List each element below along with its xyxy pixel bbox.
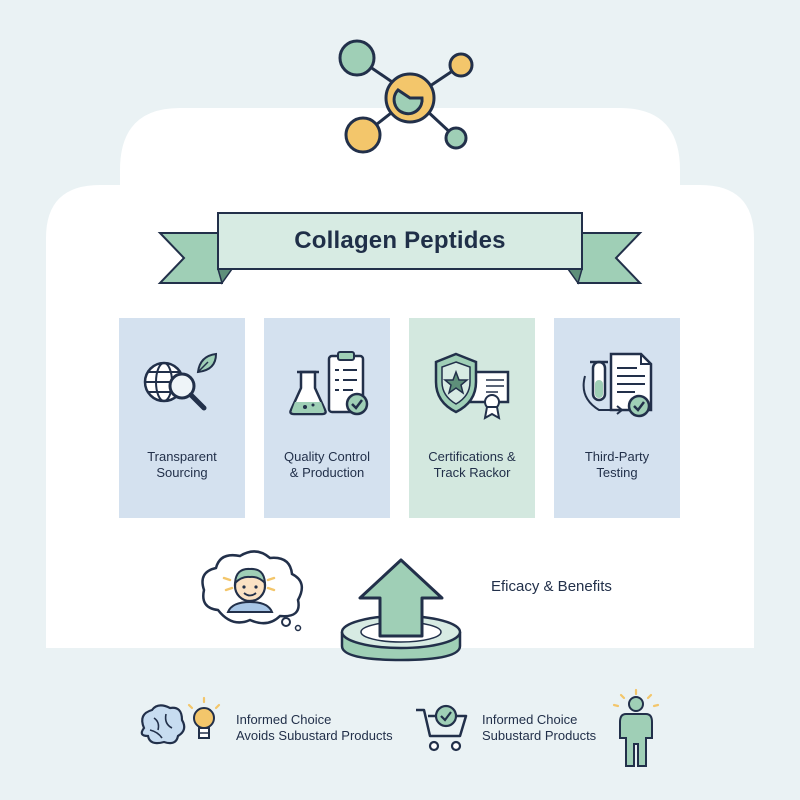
- cart-check-icon: [416, 704, 468, 752]
- bottom-label-right: Informed Choice Subustard Products: [482, 712, 597, 743]
- card-label: Quality Control & Production: [284, 449, 370, 480]
- card-certifications: Certifications & Track Rackor: [409, 318, 535, 518]
- card-quality-control: Quality Control & Production: [264, 318, 390, 518]
- benefit-label: Eficacy & Benefits: [491, 578, 612, 595]
- bottom-label-left: Informed Choice Avoids Subustard Product…: [236, 712, 393, 743]
- card-transparent-sourcing: Transparent Sourcing: [119, 318, 245, 518]
- ribbon-banner: [157, 212, 643, 285]
- globe-magnifier-leaf-icon: [143, 352, 218, 411]
- brain-bulb-icon: [140, 696, 221, 745]
- card-label: Third-Party Testing: [584, 449, 650, 480]
- test-tube-document-icon: [582, 352, 653, 418]
- molecule-icon: [338, 39, 474, 154]
- person-icon: [612, 688, 660, 767]
- card-label: Transparent Sourcing: [147, 449, 217, 480]
- shield-certificate-icon: [434, 352, 510, 420]
- up-arrow-pedestal-icon: [340, 558, 462, 662]
- card-third-party-testing: Third-Party Testing: [554, 318, 680, 518]
- page-title: Collagen Peptides: [294, 227, 506, 254]
- card-label: Certifications & Track Rackor: [428, 449, 516, 480]
- flask-clipboard-icon: [289, 351, 369, 416]
- thought-bubble-person-icon: [201, 550, 304, 632]
